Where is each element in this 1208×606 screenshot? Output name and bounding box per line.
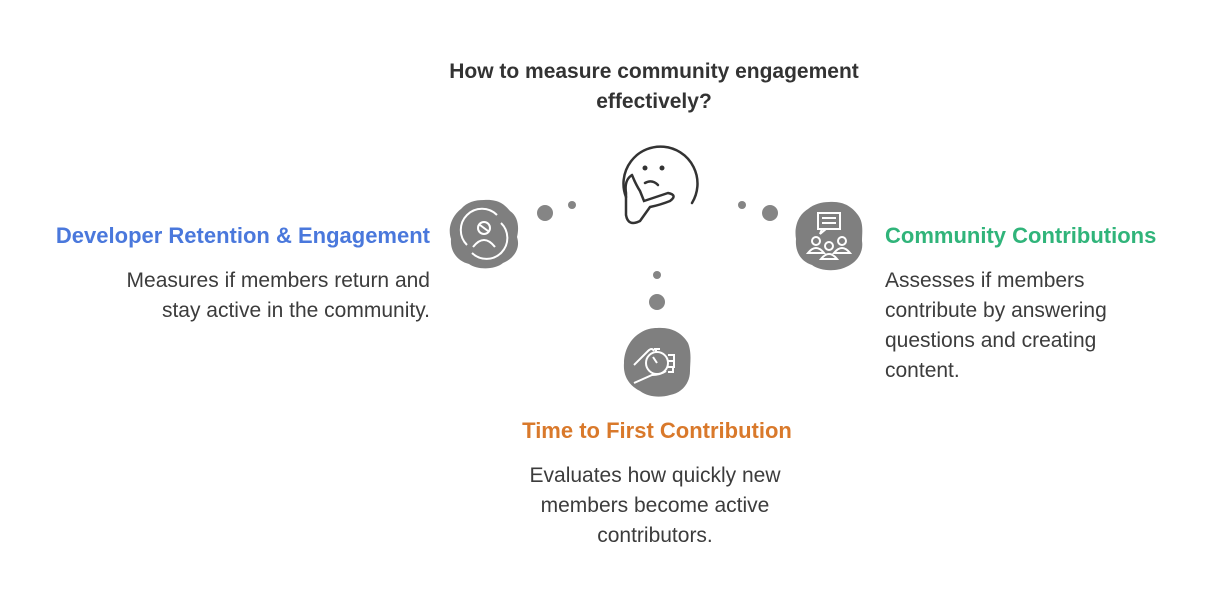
thinking-face-icon bbox=[622, 145, 699, 225]
first-contribution-heading: Time to First Contribution bbox=[522, 418, 792, 443]
contributions-heading: Community Contributions bbox=[885, 223, 1157, 248]
dot bbox=[537, 205, 553, 221]
dot bbox=[653, 271, 661, 279]
diagram-title: How to measure community engagement effe… bbox=[449, 60, 859, 113]
retention-description: Measures if members return and stay acti… bbox=[126, 269, 430, 322]
dot bbox=[568, 201, 576, 209]
dot bbox=[762, 205, 778, 221]
contributions-description: Assesses if members contribute by answer… bbox=[885, 269, 1107, 382]
group-chat-icon bbox=[795, 201, 863, 271]
first-contribution-description: Evaluates how quickly new members become… bbox=[529, 464, 781, 547]
hand-stopwatch-icon bbox=[623, 327, 691, 397]
dot bbox=[649, 294, 665, 310]
dot bbox=[738, 201, 746, 209]
user-cycle-icon bbox=[449, 199, 519, 269]
retention-heading: Developer Retention & Engagement bbox=[55, 223, 430, 248]
